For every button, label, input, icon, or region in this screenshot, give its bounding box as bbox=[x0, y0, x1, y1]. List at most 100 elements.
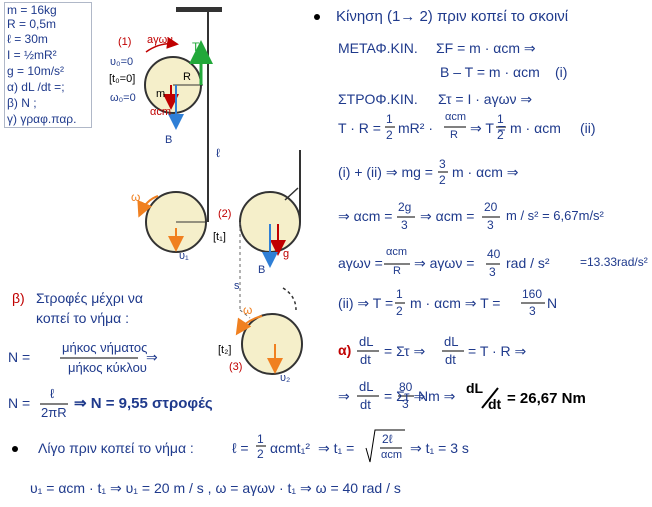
u1-label: υ₁ bbox=[179, 250, 189, 262]
omega-label-3: ω bbox=[243, 303, 253, 317]
eq-sign: = Στ ⇒ bbox=[384, 388, 426, 404]
given-gravity: g = 10m/s² bbox=[7, 64, 65, 78]
given-length: ℓ = 30m bbox=[7, 32, 48, 46]
s-label: s bbox=[234, 280, 240, 292]
N-result: ⇒ N = 9,55 στροφές bbox=[74, 395, 213, 412]
frac-ell: ℓ bbox=[50, 386, 55, 401]
m-label: m bbox=[156, 88, 166, 100]
implies-N: ⇒ bbox=[146, 349, 158, 365]
mR2: mR² · bbox=[398, 120, 433, 136]
beta-text2: κοπεί το νήμα : bbox=[36, 310, 130, 326]
strof-eq: Στ = Ι · aγων ⇒ bbox=[438, 91, 533, 107]
frac-2: 2 bbox=[439, 173, 446, 187]
agon-arc bbox=[145, 36, 179, 53]
implies-acm: ⇒ αcm = bbox=[420, 208, 475, 224]
bottom-implies-t1: ⇒ t₁ = bbox=[318, 440, 355, 456]
dLdt-eq2: = T · R ⇒ bbox=[468, 343, 527, 359]
frac-dL-3: dL bbox=[359, 379, 374, 394]
frac-dL-2: dL bbox=[444, 334, 459, 349]
bullet-bottom bbox=[12, 446, 18, 452]
bottom-frac-1: 1 bbox=[257, 432, 264, 446]
omega-label: ω bbox=[131, 190, 141, 204]
frac-3e: 3 bbox=[529, 304, 536, 318]
w0-label: ω₀=0 bbox=[110, 92, 136, 104]
metaf-eq2: Β – Τ = m · αcm bbox=[440, 64, 540, 80]
frac-2piR: 2πR bbox=[41, 405, 67, 420]
Nm: Nm ⇒ bbox=[418, 388, 456, 404]
frac-2g: 2g bbox=[398, 200, 412, 214]
agon-lhs: aγων = bbox=[338, 255, 383, 271]
frac-den-R: R bbox=[450, 129, 458, 141]
t2-label: [t₂] bbox=[218, 344, 232, 356]
alpha-label: α) bbox=[338, 342, 352, 358]
bottom-ell-eq: ℓ = bbox=[232, 440, 249, 456]
bottom-t1-result: ⇒ t₁ = 3 s bbox=[410, 440, 469, 456]
comb-rhs: m · αcm ⇒ bbox=[452, 164, 519, 180]
cylinder-3 bbox=[241, 313, 303, 375]
implies-agon: ⇒ aγων = bbox=[414, 255, 475, 271]
question-a: α) dL /dt =; bbox=[7, 80, 65, 94]
frac-num-2: 1 bbox=[497, 112, 504, 126]
frac-num-mikos: μήκος νήματος bbox=[62, 340, 148, 355]
ceiling bbox=[176, 7, 222, 12]
bullet-heading bbox=[314, 14, 320, 20]
bottom-acm-t1: αcmt₁² bbox=[270, 440, 311, 456]
beta-label: β) bbox=[12, 290, 25, 306]
frac-num: 1 bbox=[386, 112, 393, 126]
ii-lhs: (ii) ⇒ T = bbox=[338, 295, 394, 311]
frac-160: 160 bbox=[522, 287, 543, 301]
frac-dt: dt bbox=[360, 352, 371, 367]
B-label: B bbox=[165, 134, 173, 146]
frac-R-2: R bbox=[393, 265, 401, 277]
g-label: g bbox=[283, 248, 290, 260]
agon-unit: rad / s² bbox=[506, 255, 550, 271]
comb-lhs: (i) + (ii) ⇒ mg = bbox=[338, 164, 433, 180]
given-mass: m = 16kg bbox=[7, 3, 57, 17]
t0-label: [t₀=0] bbox=[109, 73, 136, 85]
frac-40: 40 bbox=[487, 247, 501, 261]
frac-3d: 3 bbox=[489, 265, 496, 279]
frac-3c: 3 bbox=[487, 218, 494, 232]
metaf-label: ΜΕΤΑΦ.ΚΙΝ. bbox=[338, 40, 418, 56]
bottom-text1: Λίγο πριν κοπεί το νήμα : bbox=[38, 440, 194, 456]
bottom-line2: υ₁ = αcm · t₁ ⇒ υ₁ = 20 m / s , ω = aγων… bbox=[30, 480, 401, 496]
bottom-frac-acm: αcm bbox=[381, 449, 403, 461]
dLdt-eq1: = Στ ⇒ bbox=[384, 343, 426, 359]
frac-den-kyklou: μήκος κύκλου bbox=[68, 360, 147, 375]
torque-lhs: T · R = bbox=[338, 120, 381, 136]
strof-label: ΣΤΡΟΦ.ΚΙΝ. bbox=[338, 91, 418, 107]
eq-ii: (ii) bbox=[580, 120, 596, 136]
agon-label: aγων bbox=[147, 34, 173, 46]
frac-3b: 3 bbox=[401, 218, 408, 232]
frac-2e: 2 bbox=[396, 304, 403, 318]
question-c: γ) γραφ.παρ. bbox=[7, 112, 77, 126]
N-eq: N = bbox=[8, 349, 31, 365]
acm-eq-lhs: ⇒ αcm = bbox=[338, 208, 393, 224]
metaf-eq1: ΣF = m · αcm ⇒ bbox=[436, 40, 536, 56]
B-label-2: B bbox=[258, 264, 266, 276]
acm-unit: m / s² = 6,67m/s² bbox=[506, 208, 604, 223]
R-label: R bbox=[183, 71, 191, 83]
T-label: T bbox=[192, 40, 200, 54]
beta-text1: Στροφές μέχρι να bbox=[36, 290, 143, 306]
N-unit: N bbox=[547, 295, 558, 311]
acm-label: αcm bbox=[150, 106, 172, 118]
bottom-frac-2ell: 2ℓ bbox=[382, 432, 393, 446]
frac-acm-2: αcm bbox=[386, 246, 408, 258]
frac-den-2: 2 bbox=[497, 128, 504, 142]
m-acm: m · αcm bbox=[510, 120, 561, 136]
frac-3: 3 bbox=[439, 157, 446, 171]
heading: Κίνηση (1→ 2) πριν κοπεί το σκοινί bbox=[336, 8, 569, 25]
frac-20: 20 bbox=[484, 200, 498, 214]
frac-den: 2 bbox=[386, 128, 393, 142]
pos2-label: (2) bbox=[218, 208, 232, 220]
omega-arc-3 bbox=[235, 315, 263, 336]
frac-3f: 3 bbox=[402, 397, 409, 411]
given-data-box: m = 16kg R = 0,5m ℓ = 30m Ι = ½mR² g = 1… bbox=[4, 2, 92, 128]
N-eq-2: N = bbox=[8, 395, 31, 411]
bold-dL: dL bbox=[466, 380, 484, 396]
u2-label: υ₂ bbox=[280, 372, 291, 384]
frac-1e: 1 bbox=[396, 287, 403, 301]
frac-num-acm: αcm bbox=[445, 111, 467, 123]
